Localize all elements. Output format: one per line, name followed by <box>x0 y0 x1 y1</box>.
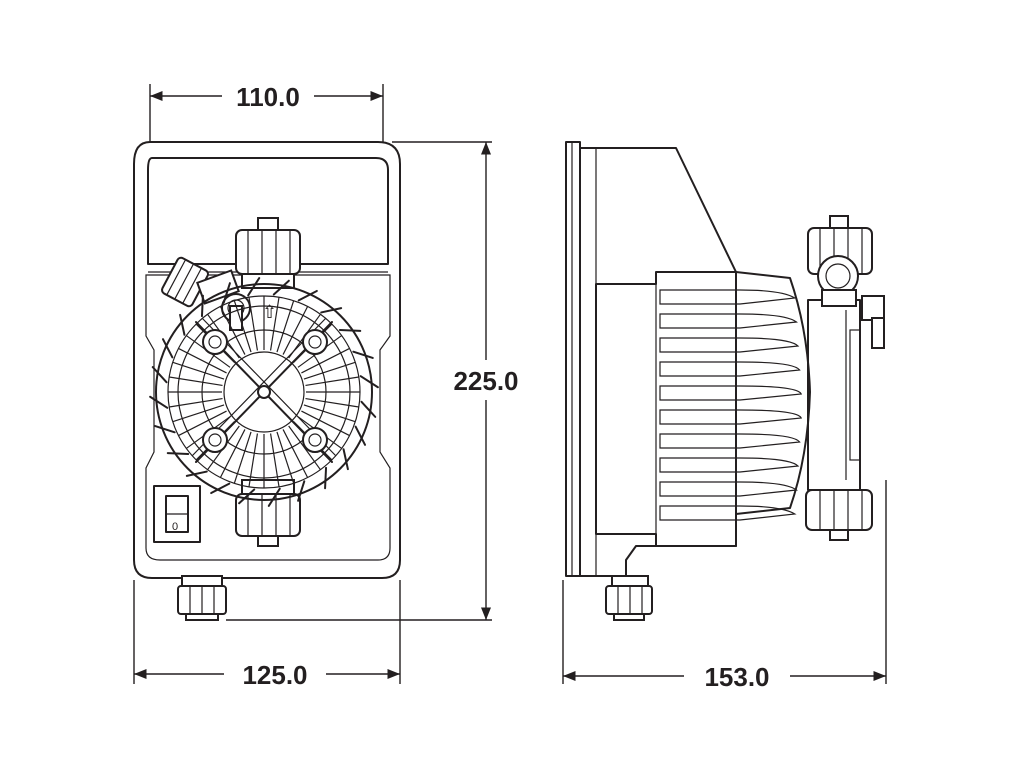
front-view: ⇧ <box>133 141 401 621</box>
cooling-fin <box>659 385 803 401</box>
pump-head-outer-fin <box>354 425 367 446</box>
pump-head-outer-fin <box>360 400 377 418</box>
pump-head-rib <box>282 306 309 355</box>
pump-head-outer-fin <box>210 482 231 495</box>
front-inner-panel <box>145 274 391 561</box>
flow-arrow-symbol: ⇧ <box>262 302 277 323</box>
pump-head-outer-fin <box>267 487 281 507</box>
side-bottom-fitting <box>805 489 873 541</box>
dimension-top-width: 110.0 <box>149 82 384 142</box>
pump-head-outer-fin <box>149 395 169 409</box>
pump-head-outer-fin <box>200 294 204 318</box>
side-cooling-fins <box>659 289 803 521</box>
side-motor-block <box>595 271 737 547</box>
cooling-fin <box>659 313 798 329</box>
dimension-height-label: 225.0 <box>453 366 518 396</box>
side-cable-gland <box>605 575 653 621</box>
bottom-valve-nozzle <box>235 479 301 547</box>
front-top-window <box>147 157 389 265</box>
pump-head-outer-fin <box>238 488 256 505</box>
pump-head-rib <box>303 361 356 380</box>
pump-head-rib <box>269 297 280 351</box>
dimension-top-width-label: 110.0 <box>236 82 300 112</box>
bolt-bottom-right <box>302 427 328 453</box>
pump-head-outer-fin <box>154 425 176 434</box>
bolt-top-right <box>302 329 328 355</box>
pump-head-rib <box>305 397 359 408</box>
pump-head-outer-fin <box>342 448 349 471</box>
pump-head-rib <box>303 404 356 423</box>
pump-head-outer-fin <box>179 313 186 336</box>
pump-head-outer-fin <box>297 480 306 502</box>
dimension-depth-label: 153.0 <box>704 662 769 692</box>
pump-head-rib <box>301 410 350 437</box>
side-back-plate <box>565 141 581 577</box>
power-switch: 0 <box>153 485 201 543</box>
pump-head-rib <box>178 347 227 374</box>
pump-head-rib <box>233 300 252 353</box>
pump-head-rib <box>172 361 225 380</box>
pump-head-rib <box>282 429 309 478</box>
pump-head-outer-fin <box>247 277 261 297</box>
pump-head-rib <box>276 300 295 353</box>
pump-head-rib <box>172 404 225 423</box>
pump-head-rib <box>233 431 252 484</box>
pump-head-rib <box>269 433 280 487</box>
front-housing-outline <box>133 141 401 579</box>
pump-head-rib <box>288 425 321 471</box>
pump-head-rib <box>219 429 246 478</box>
pump-head-outer-fin <box>161 338 174 359</box>
cooling-fin <box>659 481 798 497</box>
pump-head-rib <box>301 347 350 374</box>
bolt-bottom-left <box>202 427 228 453</box>
cooling-fin <box>659 409 803 425</box>
cooling-fin <box>659 361 801 377</box>
pump-head-outer-fin <box>320 307 343 314</box>
pump-head-outer-fin <box>324 466 328 490</box>
side-pump-head <box>735 271 811 515</box>
pump-head-outer-fin <box>297 289 318 302</box>
side-view <box>565 141 885 621</box>
dimension-bottom-width-label: 125.0 <box>242 660 307 690</box>
pump-head-rib <box>305 376 359 387</box>
pump-head-outer-fin <box>185 470 208 477</box>
pump-head-rib <box>178 410 227 437</box>
pump-head <box>149 277 379 507</box>
side-top-fitting <box>807 215 885 349</box>
switch-off-label: 0 <box>172 521 178 533</box>
pump-head-rib <box>276 431 295 484</box>
dimension-height: 225.0 <box>226 141 519 621</box>
pump-head-rib <box>248 297 259 351</box>
pump-head-outer-fin <box>338 328 362 332</box>
dimension-depth: 153.0 <box>562 480 887 692</box>
pump-head-rib <box>219 306 246 355</box>
cooling-fin <box>659 433 801 449</box>
pump-head-outer-fin <box>352 350 374 359</box>
pump-head-outer-fin <box>222 282 231 304</box>
cable-gland <box>177 575 227 621</box>
dimension-bottom-width: 125.0 <box>133 580 401 690</box>
pump-head-rib <box>169 376 223 387</box>
cooling-fin <box>659 505 797 521</box>
pump-head-outer-fin <box>166 452 190 456</box>
pump-head-rib <box>248 433 259 487</box>
side-main-body <box>579 147 737 577</box>
pump-head-outer-fin <box>272 279 290 296</box>
cooling-fin <box>659 289 797 305</box>
pump-head-outer-fin <box>359 375 379 389</box>
cooling-fin <box>659 457 800 473</box>
pump-head-rib <box>169 397 223 408</box>
top-valve-nozzle <box>235 217 301 289</box>
bolt-top-left <box>202 329 228 355</box>
cooling-fin <box>659 337 800 353</box>
pump-head-outer-fin <box>151 366 168 384</box>
